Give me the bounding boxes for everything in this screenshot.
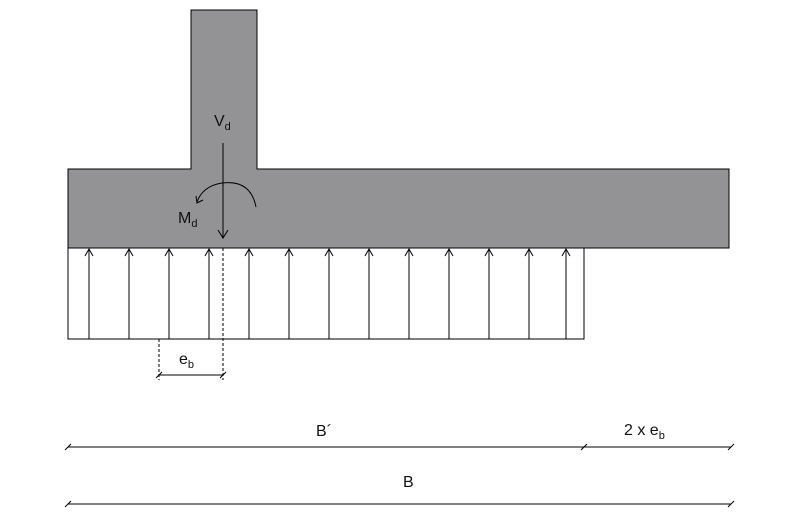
two-eb-label: 2 x eb [624, 422, 665, 442]
pressure-arrow [204, 247, 214, 339]
pressure-arrow [324, 247, 334, 339]
eb-label: eb [179, 351, 195, 371]
md-arrow [195, 182, 257, 208]
pressure-block [67, 247, 585, 340]
pressure-arrow [444, 247, 454, 339]
md-label: Md [178, 210, 198, 230]
b-label: B [403, 474, 414, 491]
vd-arrow [217, 143, 229, 239]
pressure-arrow [164, 247, 174, 339]
b-prime-label: B´ [316, 423, 332, 440]
pressure-arrow [561, 247, 571, 339]
pressure-arrow [524, 247, 534, 339]
pressure-arrow [244, 247, 254, 339]
pressure-arrow [484, 247, 494, 339]
pressure-arrow [284, 247, 294, 339]
footing-shape [67, 9, 730, 249]
pressure-arrow [404, 247, 414, 339]
pressure-arrow [124, 247, 134, 339]
pressure-arrow [364, 247, 374, 339]
pressure-arrows [84, 247, 571, 339]
pressure-arrow [84, 247, 94, 339]
vd-label: Vd [214, 113, 231, 133]
